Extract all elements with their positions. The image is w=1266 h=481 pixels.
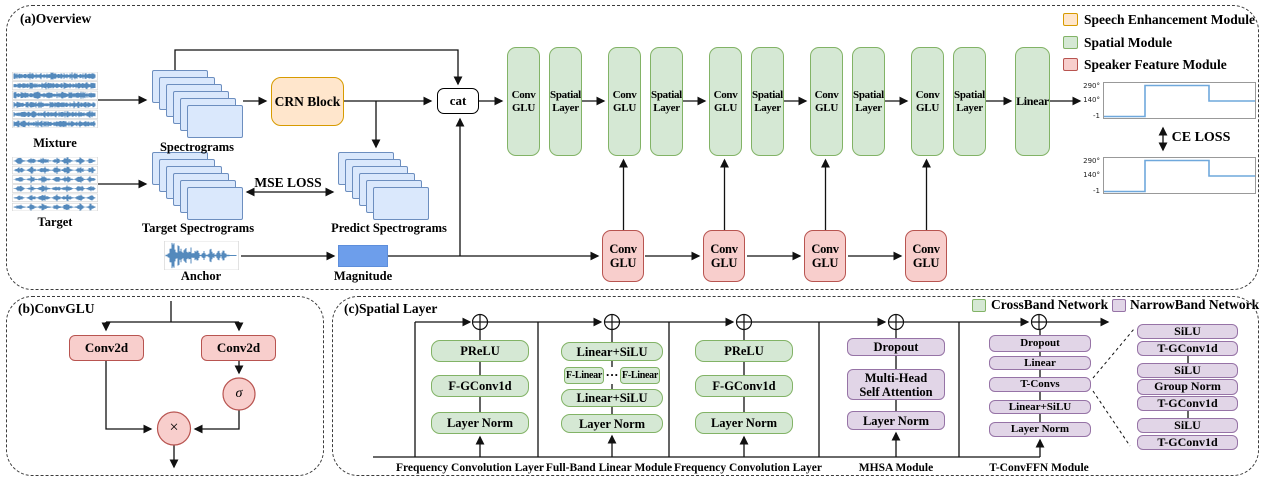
conv-glu-4: Conv GLU [810,47,843,156]
speaker-conv-glu-4: Conv GLU [905,230,947,282]
spectrograms-stack [152,70,243,138]
target-spectrograms-stack [152,152,243,220]
detail-silu-3: SiLU [1137,418,1238,433]
fb-linear-silu-bottom: Linear+SiLU [561,389,663,407]
fc1-prelu: PReLU [431,340,529,362]
ffn-linear-silu: Linear+SiLU [989,400,1091,414]
speaker-conv-glu-1: Conv GLU [602,230,644,282]
magnitude-box [338,245,388,267]
predict-spectrograms-stack [338,152,429,220]
fb-layer-norm: Layer Norm [561,414,663,433]
anchor-waveform-image [164,241,239,270]
predict-spectrograms-label: Predict Spectrograms [331,221,447,235]
speaker-conv-glu-2: Conv GLU [703,230,745,282]
panel-c-title: (c)Spatial Layer [344,301,438,316]
fc2-layer-norm: Layer Norm [695,412,793,434]
detail-silu-2: SiLU [1137,363,1238,378]
detail-group-norm: Group Norm [1137,379,1238,395]
fb-ellipsis: ··· [605,367,619,382]
panel-b-title: (b)ConvGLU [18,301,95,316]
legend-swatch-speaker-feature [1063,58,1078,71]
target-spectrograms-label: Target Spectrograms [141,221,255,235]
mhsa-layer-norm: Layer Norm [847,411,945,430]
legend-swatch-spatial [1063,36,1078,49]
speaker-conv-glu-3: Conv GLU [804,230,846,282]
doa1-tick-140: 140° [1083,96,1100,104]
mhsa-module-label: MHSA Module [858,462,934,474]
detail-silu-1: SiLU [1137,324,1238,339]
fc1-fgconv1d: F-GConv1d [431,375,529,397]
legend-swatch-crossband [972,299,986,312]
sigmoid-icon: σ [235,386,243,401]
conv2d-left: Conv2d [69,335,144,361]
panel-a-border [6,5,1259,290]
conv2d-right: Conv2d [201,335,276,361]
ffn-dropout: Dropout [989,335,1091,352]
legend-swatch-narrowband [1112,299,1126,312]
conv-glu-1: Conv GLU [507,47,540,156]
legend-label-speaker-feature: Speaker Feature Module [1084,57,1227,72]
conv-glu-3: Conv GLU [709,47,742,156]
spectrograms-label: Spectrograms [159,140,235,154]
doa-plot-predicted [1103,82,1256,119]
detail-tgconv1d-1: T-GConv1d [1137,341,1238,356]
ffn-layer-norm: Layer Norm [989,422,1091,437]
magnitude-label: Magnitude [333,269,393,283]
spatial-layer-4: Spatial Layer [852,47,885,156]
doa2-tick-290: 290° [1083,157,1100,165]
panel-c-border [332,296,1259,476]
doa1-tick-neg1: -1 [1093,112,1100,120]
detail-tgconv1d-3: T-GConv1d [1137,435,1238,450]
spatial-layer-3: Spatial Layer [751,47,784,156]
fb-f-linear-right: F-Linear [620,367,660,384]
crn-block: CRN Block [271,77,344,126]
multiply-icon: × [169,419,179,436]
fb-f-linear-left: F-Linear [564,367,604,384]
mse-loss-label: MSE LOSS [254,175,322,190]
doa2-tick-neg1: -1 [1093,187,1100,195]
doa2-tick-140: 140° [1083,171,1100,179]
linear-box: Linear [1015,47,1050,156]
cat-box: cat [437,88,479,114]
legend-label-narrowband: NarrowBand Network [1130,297,1260,312]
ffn-tconvs: T-Convs [989,377,1091,392]
fc2-prelu: PReLU [695,340,793,362]
conv-glu-5: Conv GLU [911,47,944,156]
spatial-layer-2: Spatial Layer [650,47,683,156]
mixture-waveform-image [12,72,98,128]
ffn-linear: Linear [989,356,1091,370]
doa1-tick-290: 290° [1083,82,1100,90]
anchor-label: Anchor [180,269,222,283]
detail-tgconv1d-2: T-GConv1d [1137,396,1238,411]
fb-linear-silu-top: Linear+SiLU [561,342,663,361]
fc2-fgconv1d: F-GConv1d [695,375,793,397]
legend-label-speech-enhancement: Speech Enhancement Module [1084,12,1256,27]
target-label: Target [37,215,73,229]
fc1-layer-norm: Layer Norm [431,412,529,434]
conv-glu-2: Conv GLU [608,47,641,156]
legend-label-spatial: Spatial Module [1084,35,1173,50]
mhsa-dropout: Dropout [847,338,945,356]
legend-swatch-speech-enhancement [1063,13,1078,26]
ce-loss-label: CE LOSS [1171,130,1231,145]
mhsa-attention: Multi-Head Self Attention [847,369,945,400]
panel-b-border [6,296,324,476]
fc1-module-label: Frequency Convolution Layer [395,462,545,474]
spatial-layer-5: Spatial Layer [953,47,986,156]
doa-plot-target [1103,157,1256,194]
fb-module-label: Full-Band Linear Module [545,462,673,474]
target-waveform-image [12,157,98,211]
spatial-layer-1: Spatial Layer [549,47,582,156]
fc2-module-label: Frequency Convolution Layer [673,462,823,474]
ffn-module-label: T-ConvFFN Module [989,462,1089,474]
legend-label-crossband: CrossBand Network [991,297,1109,312]
mixture-label: Mixture [33,136,77,150]
panel-a-title: (a)Overview [20,11,92,26]
